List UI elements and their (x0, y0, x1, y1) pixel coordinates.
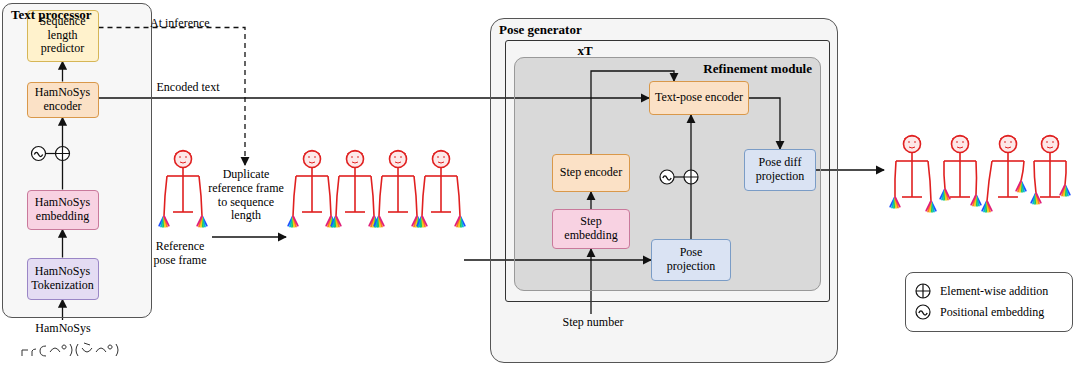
panel-fill (2, 3, 152, 318)
flow-arrow (62, 62, 63, 82)
process-box: HamNoSys Tokenization (27, 258, 99, 300)
input-arrow (590, 249, 591, 314)
add-symbol (56, 147, 70, 161)
reference-pose (159, 151, 207, 227)
box-label: Step embedding (557, 215, 625, 243)
add-symbol (56, 147, 70, 161)
add-symbol (916, 284, 930, 298)
step-label: Duplicate reference frame to sequence le… (203, 168, 289, 223)
join-line (46, 153, 56, 154)
posemb-symbol (663, 176, 671, 180)
posemb-symbol (660, 170, 674, 184)
flow-arrow (749, 98, 780, 149)
process-box: HamNoSys embedding (27, 190, 99, 230)
edge-label: Encoded text (157, 81, 220, 95)
panel-title: xT (506, 41, 829, 62)
box-label: HamNoSys embedding (32, 196, 94, 224)
hamnosys-glyph (76, 344, 78, 356)
posemb-symbol (34, 152, 42, 156)
input-arrow (62, 300, 63, 321)
legend-box: Element-wise additionPositional embeddin… (905, 272, 1073, 332)
flow-arrow (62, 230, 63, 258)
panel-fill (490, 18, 838, 363)
input-arrow (464, 259, 651, 260)
duplicated-pose (417, 151, 465, 227)
legend-item: Positional embedding (914, 303, 1064, 321)
legend-text: Positional embedding (940, 305, 1044, 320)
flow-arrow (99, 97, 650, 98)
legend-text: Element-wise addition (940, 284, 1048, 299)
input-label: HamNoSys (28, 322, 98, 336)
add-symbol (916, 284, 930, 298)
generated-pose (940, 136, 981, 206)
module-box: Refinement moduleStep encoderStep embedd… (514, 57, 821, 291)
box-label: Sequence length predictor (32, 15, 94, 56)
add-symbol (684, 170, 698, 184)
group-panel: Text processorSequence length predictorH… (2, 3, 152, 318)
process-box: Pose projection (651, 239, 731, 281)
output-arrow (816, 169, 884, 170)
legend-item: Element-wise addition (914, 282, 1064, 300)
join-line (674, 176, 684, 177)
process-box: Pose diff projection (744, 149, 816, 191)
posemb-symbol (916, 305, 930, 319)
legend-symbol (914, 303, 932, 321)
hamnosys-glyph (40, 346, 46, 356)
generated-pose (982, 136, 1026, 212)
input-label: Step number (548, 316, 638, 330)
note-label: At inference (150, 17, 240, 31)
hamnosys-glyph (62, 345, 66, 349)
box-label: Pose diff projection (749, 156, 811, 184)
hamnosys-glyph (70, 344, 72, 356)
generated-pose (890, 136, 936, 212)
hamnosys-glyph (108, 345, 112, 349)
hamnosys-glyph (116, 344, 118, 356)
add-symbol (684, 170, 698, 184)
loop-box: xTRefinement moduleStep encoderStep embe… (505, 40, 830, 302)
duplicated-pose (331, 151, 379, 227)
inference-arrow (99, 28, 246, 166)
hamnosys-glyph (82, 348, 92, 352)
duplicated-pose (288, 151, 336, 227)
flow-arrow (590, 192, 591, 209)
hamnosys-glyph (22, 350, 28, 356)
duplicated-pose (374, 151, 422, 227)
posemb-symbol (32, 147, 46, 161)
process-box: Sequence length predictor (27, 10, 99, 62)
panel-title: Pose generator (491, 19, 837, 41)
group-panel: Pose generatorxTRefinement moduleStep en… (490, 18, 838, 363)
box-label: Step encoder (560, 166, 622, 180)
box-label: Text-pose encoder (655, 91, 743, 105)
box-label: HamNoSys Tokenization (31, 265, 93, 293)
process-box: Text-pose encoder (649, 81, 749, 115)
panel-title: Refinement module (515, 58, 820, 80)
generated-pose (1031, 136, 1070, 204)
hamnosys-glyph (32, 349, 36, 356)
posemb-symbol (919, 311, 927, 315)
hamnosys-glyph (96, 348, 106, 352)
process-box: Step encoder (552, 154, 630, 192)
figure-label: Reference pose frame (148, 240, 212, 268)
box-label: HamNoSys encoder (32, 86, 94, 114)
legend-symbol (914, 282, 932, 300)
hamnosys-glyph (84, 343, 90, 345)
process-box: Step embedding (552, 209, 630, 249)
box-label: Pose projection (656, 246, 726, 274)
panel-fill (514, 57, 821, 291)
hamnosys-glyph (50, 348, 60, 352)
process-box: HamNoSys encoder (27, 82, 99, 118)
duplicate-arrow (212, 236, 286, 237)
